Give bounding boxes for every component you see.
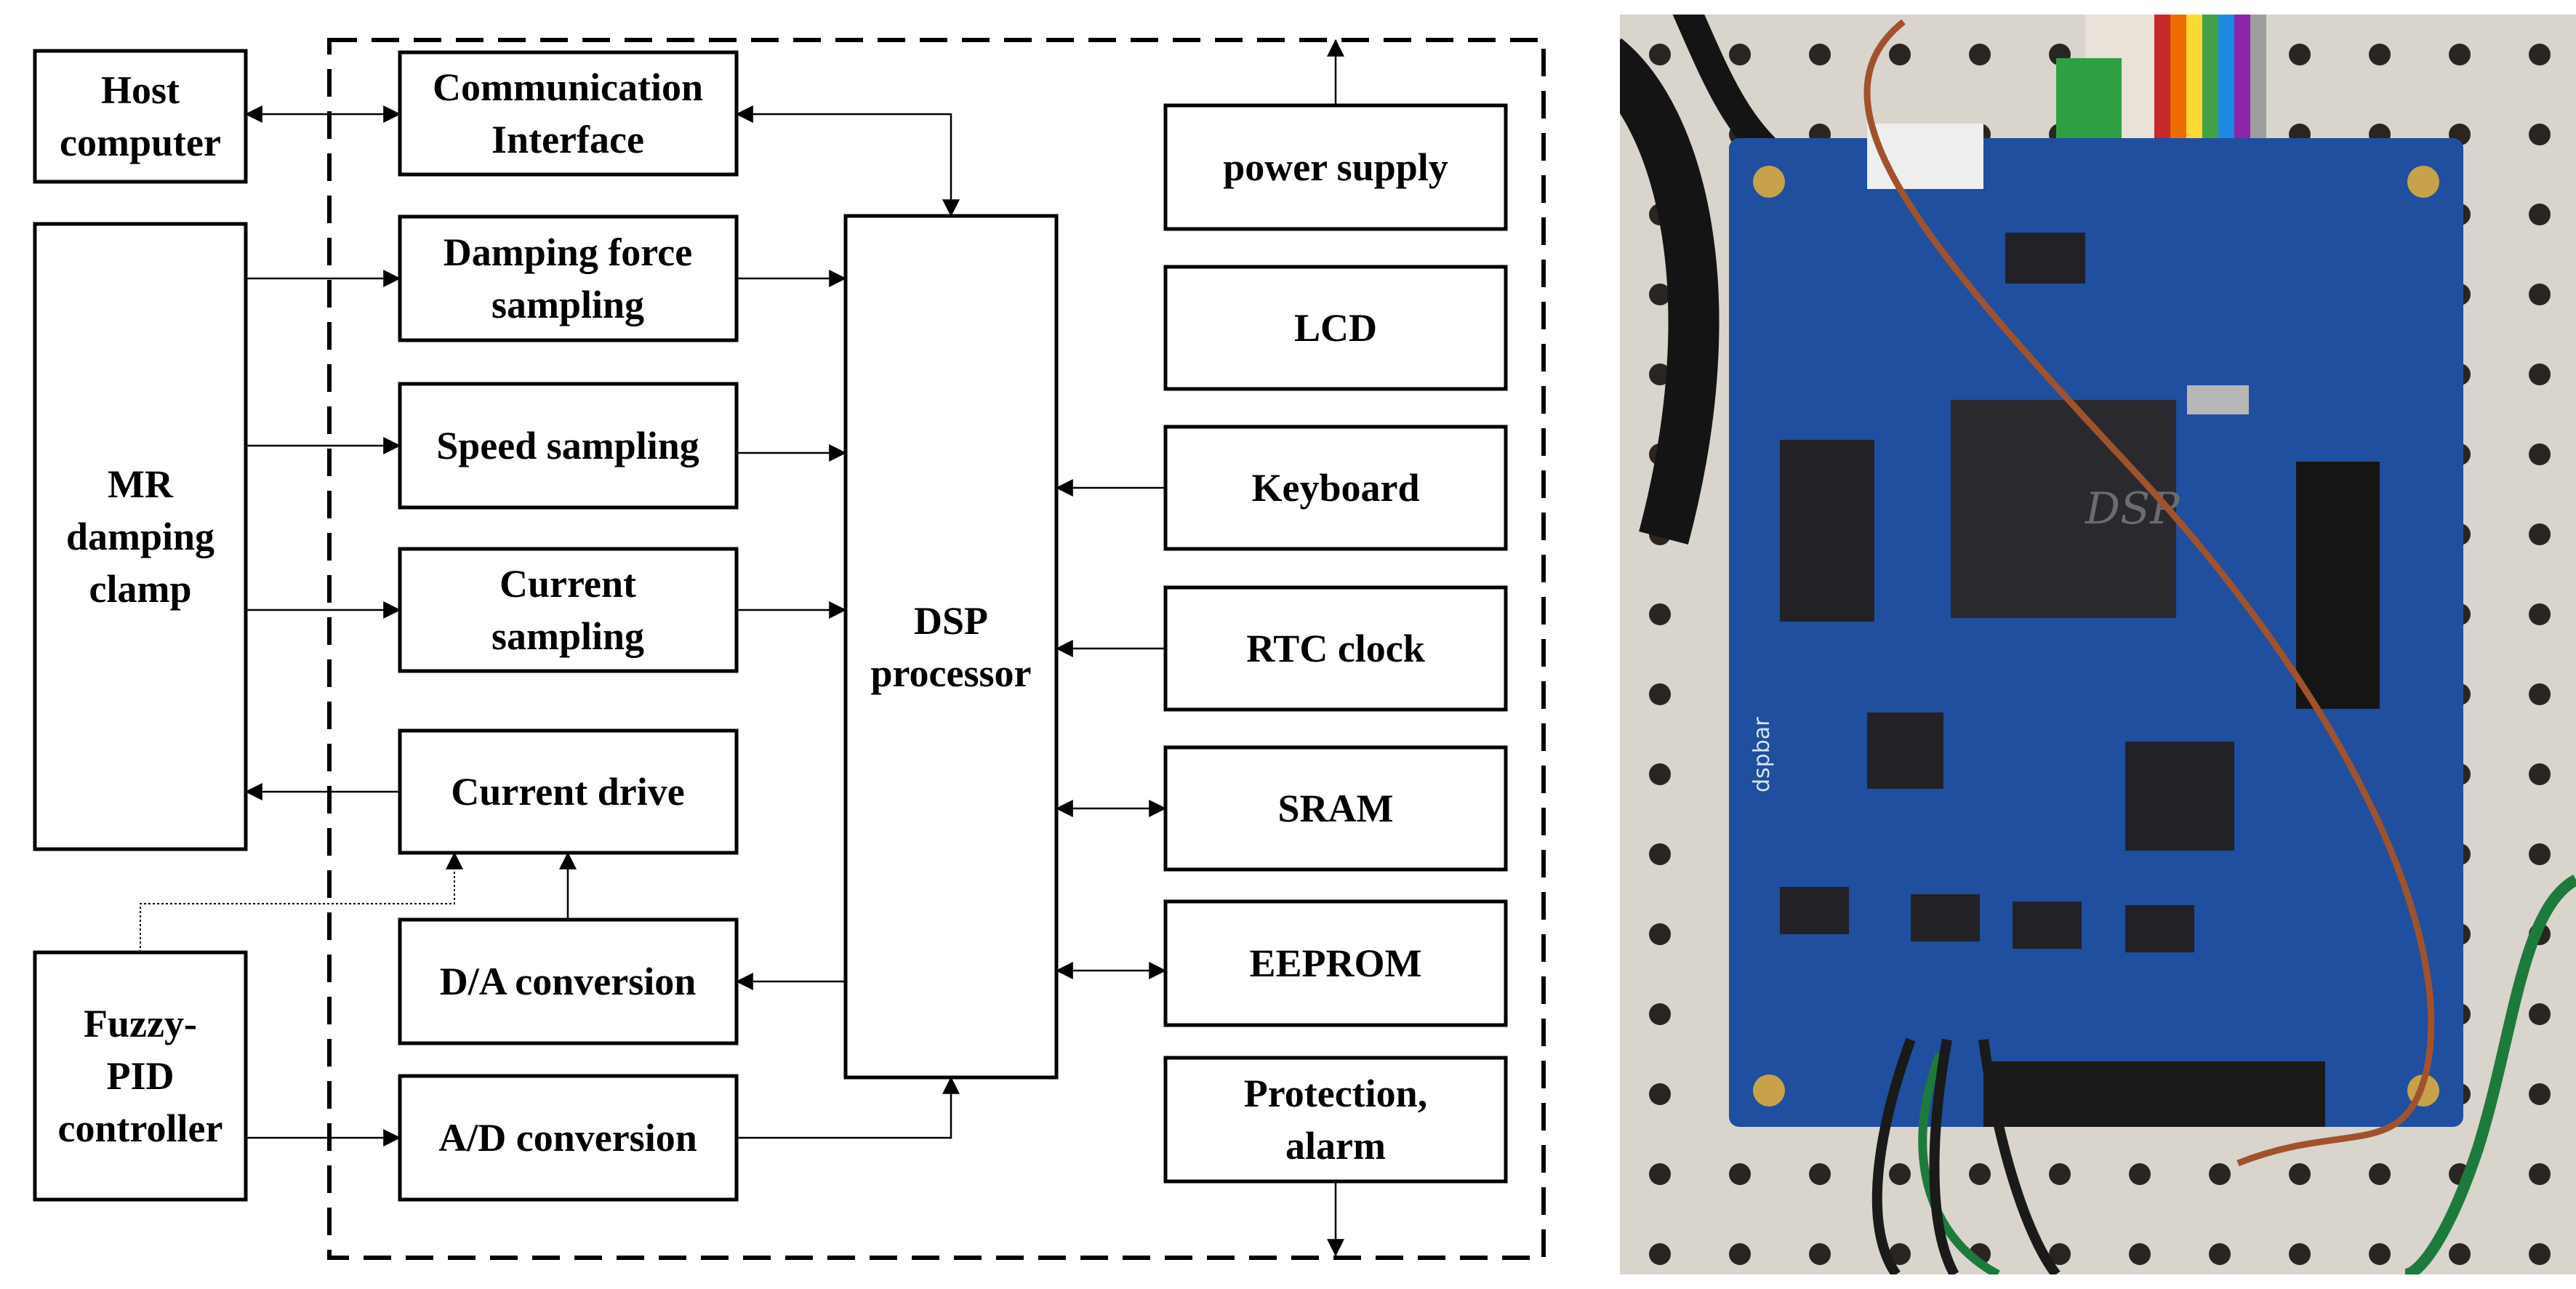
soic-chip-5 <box>1780 887 1849 934</box>
label-line: clamp <box>89 567 192 611</box>
label-line: sampling <box>491 283 644 326</box>
speed-sampling-label: Speed sampling <box>436 424 699 467</box>
label-line: Host <box>101 68 180 112</box>
qfp-chip <box>1867 712 1943 789</box>
mounting-hole-bl <box>1753 1075 1785 1107</box>
memory-chip <box>1780 440 1874 622</box>
fuzzy-pid-controller-label: Fuzzy- PID controller <box>58 1002 223 1150</box>
crystal <box>2187 385 2249 414</box>
da-conversion-block: D/A conversion <box>398 917 739 1045</box>
arrow-comm-dsp <box>735 105 960 217</box>
label-line: MR <box>108 462 174 506</box>
power-supply-block: power supply <box>1163 103 1508 231</box>
pcb <box>1729 138 2463 1127</box>
label-line: alarm <box>1285 1124 1386 1168</box>
rtc-clock-label: RTC clock <box>1246 627 1425 670</box>
dark-wires <box>1871 1037 2061 1274</box>
eeprom-label: EEPROM <box>1250 941 1422 985</box>
label-line: Keyboard <box>1251 466 1419 510</box>
current-sampling-block: Current sampling <box>398 547 739 673</box>
ad-conversion-block: A/D conversion <box>398 1074 739 1202</box>
black-cable <box>1620 38 1720 545</box>
mr-damping-clamp-block: MR damping clamp <box>33 222 248 851</box>
speed-sampling-block: Speed sampling <box>398 382 739 510</box>
host-computer-block: Host computer <box>33 49 248 184</box>
label-line: power supply <box>1223 145 1448 189</box>
damping-force-sampling-block: Damping force sampling <box>398 214 739 342</box>
soic-chip-2 <box>1911 894 1980 941</box>
dsp-processor-block: DSP processor <box>843 214 1059 1080</box>
soic-chip-1 <box>2005 233 2085 284</box>
label-line: SRAM <box>1278 787 1394 830</box>
label-line: Speed sampling <box>436 424 699 467</box>
label-line: Interface <box>491 118 644 161</box>
da-conversion-label: D/A conversion <box>440 960 697 1003</box>
soic-chip-3 <box>2013 902 2082 949</box>
ad-conversion-label: A/D conversion <box>438 1116 697 1160</box>
label-line: damping <box>66 515 214 558</box>
damping-force-sampling-label: Damping force sampling <box>444 230 692 326</box>
sram-label: SRAM <box>1278 787 1394 830</box>
label-line: computer <box>60 121 221 164</box>
pin-header <box>2296 462 2380 709</box>
keyboard-block: Keyboard <box>1163 425 1508 551</box>
current-drive-label: Current drive <box>451 770 684 814</box>
dsp-board-photo: DSP dspbar <box>1620 15 2576 1274</box>
rtc-clock-block: RTC clock <box>1163 585 1508 712</box>
system-boundary <box>327 38 1546 1260</box>
label-line: Fuzzy- <box>84 1002 197 1045</box>
label-line: Protection, <box>1244 1072 1427 1115</box>
protection-alarm-label: Protection, alarm <box>1244 1072 1427 1168</box>
label-line: sampling <box>491 614 644 658</box>
label-line: PID <box>107 1054 174 1098</box>
protection-alarm-block: Protection, alarm <box>1163 1056 1508 1184</box>
label-line: controller <box>58 1107 223 1150</box>
lcd-block: LCD <box>1163 265 1508 391</box>
label-line: Damping force <box>444 230 692 274</box>
green-wire-right <box>2404 874 2576 1274</box>
mounting-hole-tl <box>1753 166 1785 198</box>
dsp-processor-label: DSP processor <box>871 599 1032 695</box>
soic-chip-4 <box>2125 905 2194 952</box>
brown-wire <box>1863 19 2435 1167</box>
label-line: DSP <box>914 599 988 643</box>
label-line: A/D conversion <box>438 1116 697 1160</box>
eeprom-block: EEPROM <box>1163 899 1508 1027</box>
sram-block: SRAM <box>1163 745 1508 872</box>
mounting-hole-tr <box>2407 166 2439 198</box>
bottom-connector <box>1983 1061 2325 1127</box>
label-line: Current drive <box>451 770 684 814</box>
host-computer-label: Host computer <box>60 68 221 164</box>
label-line: Current <box>499 562 636 606</box>
green-wire-left <box>1918 1052 2000 1274</box>
power-supply-label: power supply <box>1223 145 1448 189</box>
fuzzy-pid-controller-block: Fuzzy- PID controller <box>33 950 248 1202</box>
plcc-chip <box>2125 742 2234 851</box>
lcd-label: LCD <box>1294 306 1377 350</box>
label-line: LCD <box>1294 306 1377 350</box>
current-drive-block: Current drive <box>398 728 739 855</box>
dsp-chip <box>1951 400 2176 618</box>
label-line: D/A conversion <box>440 960 697 1003</box>
label-line: Communication <box>433 65 703 109</box>
current-sampling-label: Current sampling <box>491 562 644 658</box>
label-line: processor <box>871 651 1032 695</box>
label-line: RTC clock <box>1246 627 1425 670</box>
label-line: EEPROM <box>1250 941 1422 985</box>
silkscreen-label: dspbar <box>1749 717 1775 792</box>
arrow-fuzzy-drive <box>140 851 463 952</box>
arrow-ad-dsp <box>737 1076 960 1139</box>
keyboard-label: Keyboard <box>1251 466 1419 510</box>
mr-damping-clamp-label: MR damping clamp <box>66 462 214 611</box>
